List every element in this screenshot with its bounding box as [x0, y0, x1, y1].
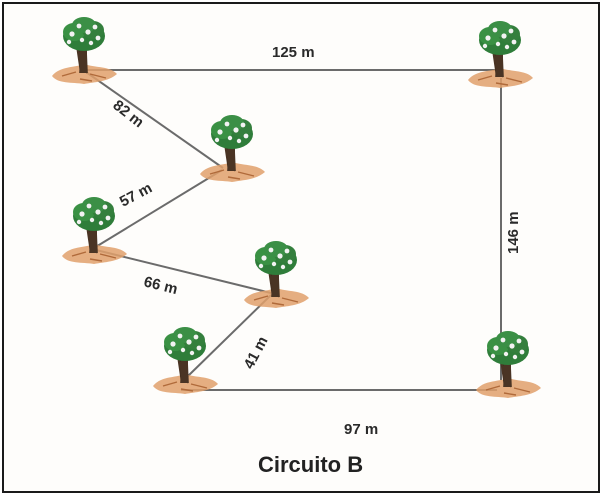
label-bottom-distance: 97 m	[344, 421, 378, 438]
tree-bottom-right	[475, 330, 542, 399]
path-lower-middle	[95, 249, 272, 294]
label-top-distance: 125 m	[272, 44, 315, 61]
path-middle-left-diagonal	[93, 169, 223, 249]
path-lower-diagonal	[186, 294, 272, 378]
path-upper-left-diagonal	[85, 71, 224, 169]
tree-top-right	[467, 20, 534, 89]
label-lower-middle: 66 m	[142, 273, 179, 298]
tree-left	[61, 196, 128, 265]
label-right-distance: 146 m	[505, 211, 522, 254]
diagram-title: Circuito B	[258, 452, 363, 477]
label-middle-left-diagonal: 57 m	[117, 179, 155, 210]
tree-bottom-left	[152, 326, 219, 395]
label-lower-diagonal: 41 m	[241, 334, 272, 372]
path-lines	[84, 69, 502, 391]
tree-middle	[199, 114, 266, 183]
tree-top-left	[51, 16, 118, 85]
tree-center-lower	[243, 240, 310, 309]
